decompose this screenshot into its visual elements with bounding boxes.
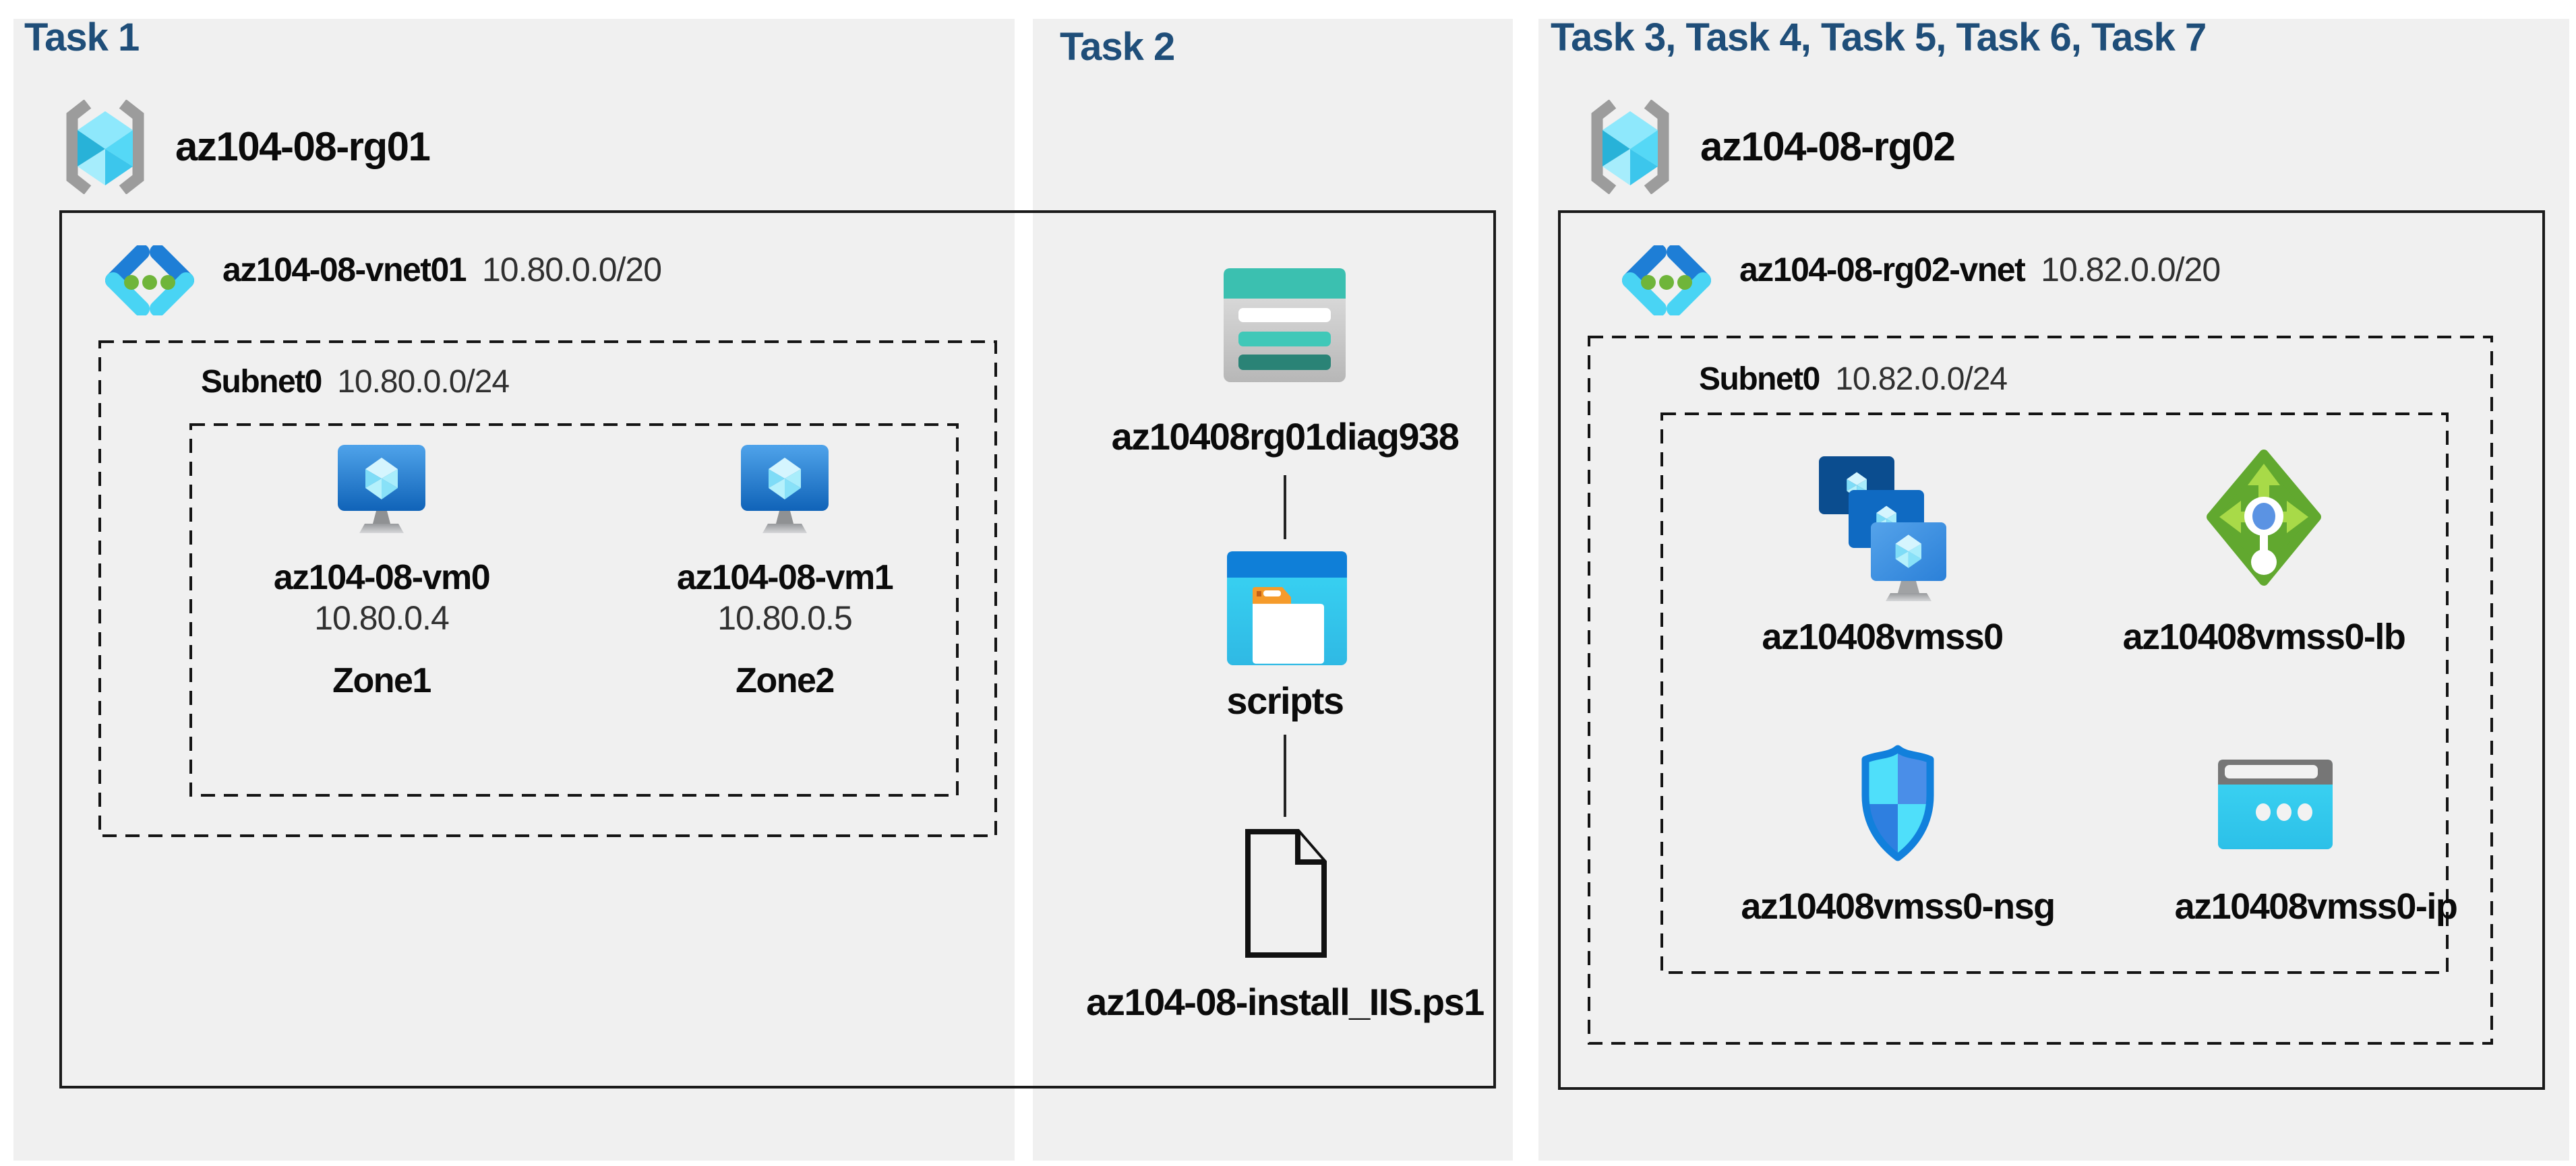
subnet2-box bbox=[1588, 336, 2493, 1045]
subnet1-name: Subnet0 bbox=[201, 364, 322, 400]
availability-zone-box bbox=[189, 423, 959, 797]
nsg-label: az10408vmss0-nsg bbox=[1741, 886, 2056, 927]
vmss-label: az10408vmss0 bbox=[1762, 617, 2004, 657]
file-label: az104-08-install_IIS.ps1 bbox=[1086, 981, 1485, 1023]
resource-group-icon bbox=[1591, 100, 1669, 194]
panel-task1 bbox=[13, 19, 1015, 1161]
vmss-resources-box bbox=[1660, 412, 2449, 974]
vnet2-name: az104-08-rg02-vnet bbox=[1739, 251, 2026, 288]
vnet1-cidr: 10.80.0.0/20 bbox=[481, 251, 662, 288]
subnet1-label: Subnet0 10.80.0.0/24 bbox=[201, 364, 510, 400]
virtual-machine-icon bbox=[741, 445, 829, 533]
public-ip-icon bbox=[2218, 760, 2333, 849]
script-file-icon bbox=[1245, 829, 1327, 958]
storage-account-label: az10408rg01diag938 bbox=[1111, 415, 1460, 458]
resource-group-label: az104-08-rg01 bbox=[175, 124, 431, 169]
load-balancer-icon bbox=[2207, 450, 2321, 586]
vm-name: az104-08-vm0 bbox=[273, 558, 491, 597]
vnet1-name: az104-08-vnet01 bbox=[222, 251, 467, 288]
storage-account-icon bbox=[1224, 268, 1346, 382]
vm-ip: 10.80.0.4 bbox=[314, 599, 450, 637]
virtual-network-icon bbox=[1622, 245, 1711, 315]
subnet1-cidr: 10.80.0.0/24 bbox=[337, 364, 510, 400]
virtual-network-icon bbox=[105, 245, 194, 315]
folder-label: scripts bbox=[1226, 679, 1344, 722]
subnet2-cidr: 10.82.0.0/24 bbox=[1835, 361, 2008, 397]
subnet2-label: Subnet0 10.82.0.0/24 bbox=[1699, 361, 2008, 397]
vm-zone: Zone1 bbox=[332, 661, 431, 700]
public-ip-label: az10408vmss0-ip bbox=[2174, 886, 2458, 927]
panel-task3 bbox=[1538, 19, 2569, 1161]
vm-zone: Zone2 bbox=[736, 661, 835, 700]
resource-group-label: az104-08-rg02 bbox=[1700, 124, 1956, 169]
task1-title: Task 1 bbox=[24, 16, 140, 59]
vm-ip: 10.80.0.5 bbox=[717, 599, 853, 637]
task3-title: Task 3, Task 4, Task 5, Task 6, Task 7 bbox=[1551, 16, 2207, 59]
subnet1-box bbox=[98, 340, 997, 837]
virtual-machine-icon bbox=[338, 445, 425, 533]
vnet1-box bbox=[59, 210, 1496, 1088]
scripts-folder-icon bbox=[1227, 551, 1347, 665]
load-balancer-label: az10408vmss0-lb bbox=[2122, 617, 2406, 657]
vm-name: az104-08-vm1 bbox=[676, 558, 894, 597]
subnet2-name: Subnet0 bbox=[1699, 361, 1820, 397]
vnet1-label: az104-08-vnet01 10.80.0.0/20 bbox=[222, 251, 662, 288]
resource-group-icon bbox=[66, 100, 144, 194]
vnet2-label: az104-08-rg02-vnet 10.82.0.0/20 bbox=[1739, 251, 2221, 288]
nsg-icon bbox=[1861, 745, 1934, 861]
vnet2-box bbox=[1558, 210, 2545, 1090]
vnet2-cidr: 10.82.0.0/20 bbox=[2041, 251, 2221, 288]
vmss-icon bbox=[1819, 456, 1946, 601]
task2-title: Task 2 bbox=[1060, 25, 1175, 69]
